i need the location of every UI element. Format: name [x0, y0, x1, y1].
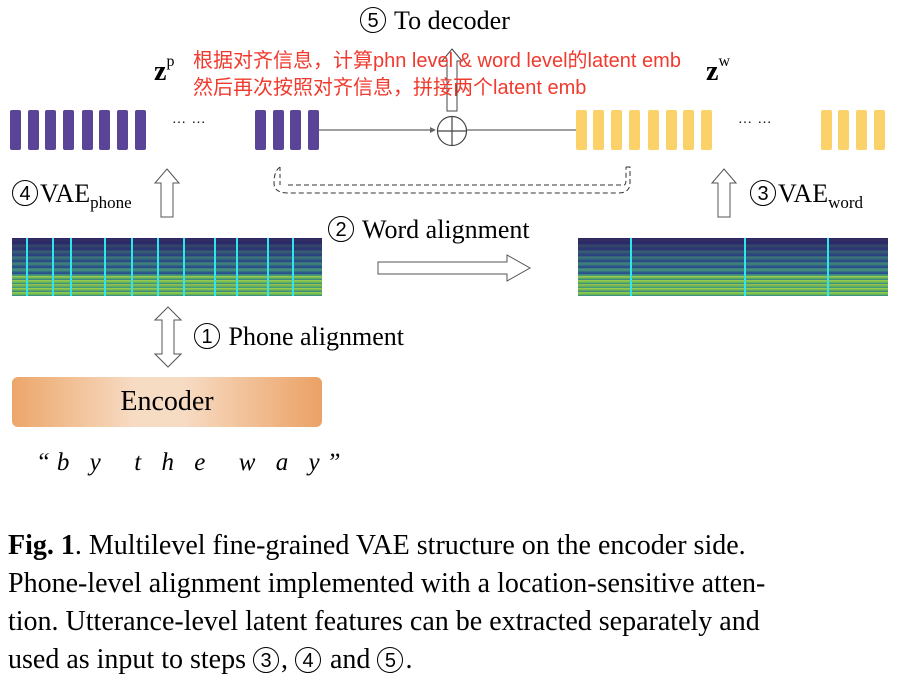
phone-latent-bar	[308, 110, 319, 150]
phone-latent-bar	[255, 110, 266, 150]
step2-number: 2	[328, 216, 354, 243]
word-aligned-spectrogram	[578, 238, 888, 296]
phone-latent-bar	[28, 110, 39, 150]
caption-line-2: Phone-level alignment implemented with a…	[8, 568, 766, 599]
word-latent-bar	[593, 110, 604, 150]
word-latent-bar	[629, 110, 640, 150]
ref-step3: 3	[253, 646, 279, 673]
up-arrow-vae-word-icon	[711, 168, 737, 218]
zp-label: zp	[154, 52, 175, 87]
phone-boundary	[131, 238, 133, 296]
phone-latent-bar	[99, 110, 110, 150]
word-latent-bar	[648, 110, 659, 150]
phone-boundary	[70, 238, 72, 296]
annotation-line-2: 然后再次按照对齐信息，拼接两个latent emb	[193, 77, 587, 99]
input-text: “b y t h e w a y”	[36, 449, 348, 476]
phone-boundary	[157, 238, 159, 296]
dashed-alignment-path	[273, 166, 631, 194]
step5-label: 5 To decoder	[360, 6, 510, 36]
phone-latent-bar	[82, 110, 93, 150]
phone-boundary	[236, 238, 238, 296]
word-latent-bar	[611, 110, 622, 150]
word-latent-bar	[821, 110, 832, 150]
phone-latent-bar	[135, 110, 146, 150]
phone-latent-bar	[45, 110, 56, 150]
word-boundary	[827, 238, 829, 296]
phone-boundary	[183, 238, 185, 296]
step1-label: 1 Phone alignment	[194, 322, 404, 352]
figure-label: Fig. 1	[8, 530, 75, 561]
phone-boundary	[292, 238, 294, 296]
phone-latent-bar	[273, 110, 284, 150]
caption-line-4: used as input to steps 3, 4 and 5.	[8, 644, 413, 675]
word-latent-bar	[683, 110, 694, 150]
phone-boundary	[26, 238, 28, 296]
step5-number: 5	[360, 7, 386, 34]
phone-boundary	[52, 238, 54, 296]
annotation-note: 根据对齐信息，计算phn level & word level的latent e…	[193, 48, 681, 102]
bidirectional-arrow-phone-alignment-icon	[154, 306, 182, 368]
step3-number: 3	[750, 180, 776, 207]
phone-boundary	[214, 238, 216, 296]
phone-boundary	[104, 238, 106, 296]
ellipsis-left: … …	[172, 112, 207, 127]
ellipsis-right: … …	[738, 112, 773, 127]
word-latent-bar	[666, 110, 677, 150]
up-arrow-to-decoder-icon	[441, 48, 463, 112]
word-boundary	[630, 238, 632, 296]
right-arrow-word-alignment-icon	[377, 254, 532, 282]
word-latent-bar	[856, 110, 867, 150]
step4-number: 4	[12, 180, 38, 207]
phone-latent-bar	[117, 110, 128, 150]
encoder-block: Encoder	[12, 377, 322, 427]
figure-caption: Fig. 1. Multilevel fine-grained VAE stru…	[8, 527, 908, 679]
concat-plus-circle-icon	[436, 115, 468, 147]
word-latent-bar	[838, 110, 849, 150]
word-latent-bar	[576, 110, 587, 150]
phone-aligned-spectrogram	[12, 238, 322, 296]
phone-latent-bar	[10, 110, 21, 150]
word-latent-bar	[701, 110, 712, 150]
phone-latent-bar	[290, 110, 301, 150]
step2-label: 2 Word alignment	[328, 215, 530, 245]
word-latent-bar	[874, 110, 885, 150]
zw-label: zw	[706, 52, 730, 87]
ref-step4: 4	[295, 646, 321, 673]
phone-latent-bar	[63, 110, 74, 150]
annotation-line-1: 根据对齐信息，计算phn level & word level的latent e…	[193, 50, 681, 72]
word-boundary	[744, 238, 746, 296]
up-arrow-vae-phone-icon	[154, 168, 180, 218]
ref-step5: 5	[377, 646, 404, 673]
step1-number: 1	[194, 323, 220, 350]
phone-boundary	[267, 238, 269, 296]
caption-line-3: tion. Utterance-level latent features ca…	[8, 606, 760, 637]
caption-line-1: Fig. 1. Multilevel fine-grained VAE stru…	[8, 530, 746, 561]
